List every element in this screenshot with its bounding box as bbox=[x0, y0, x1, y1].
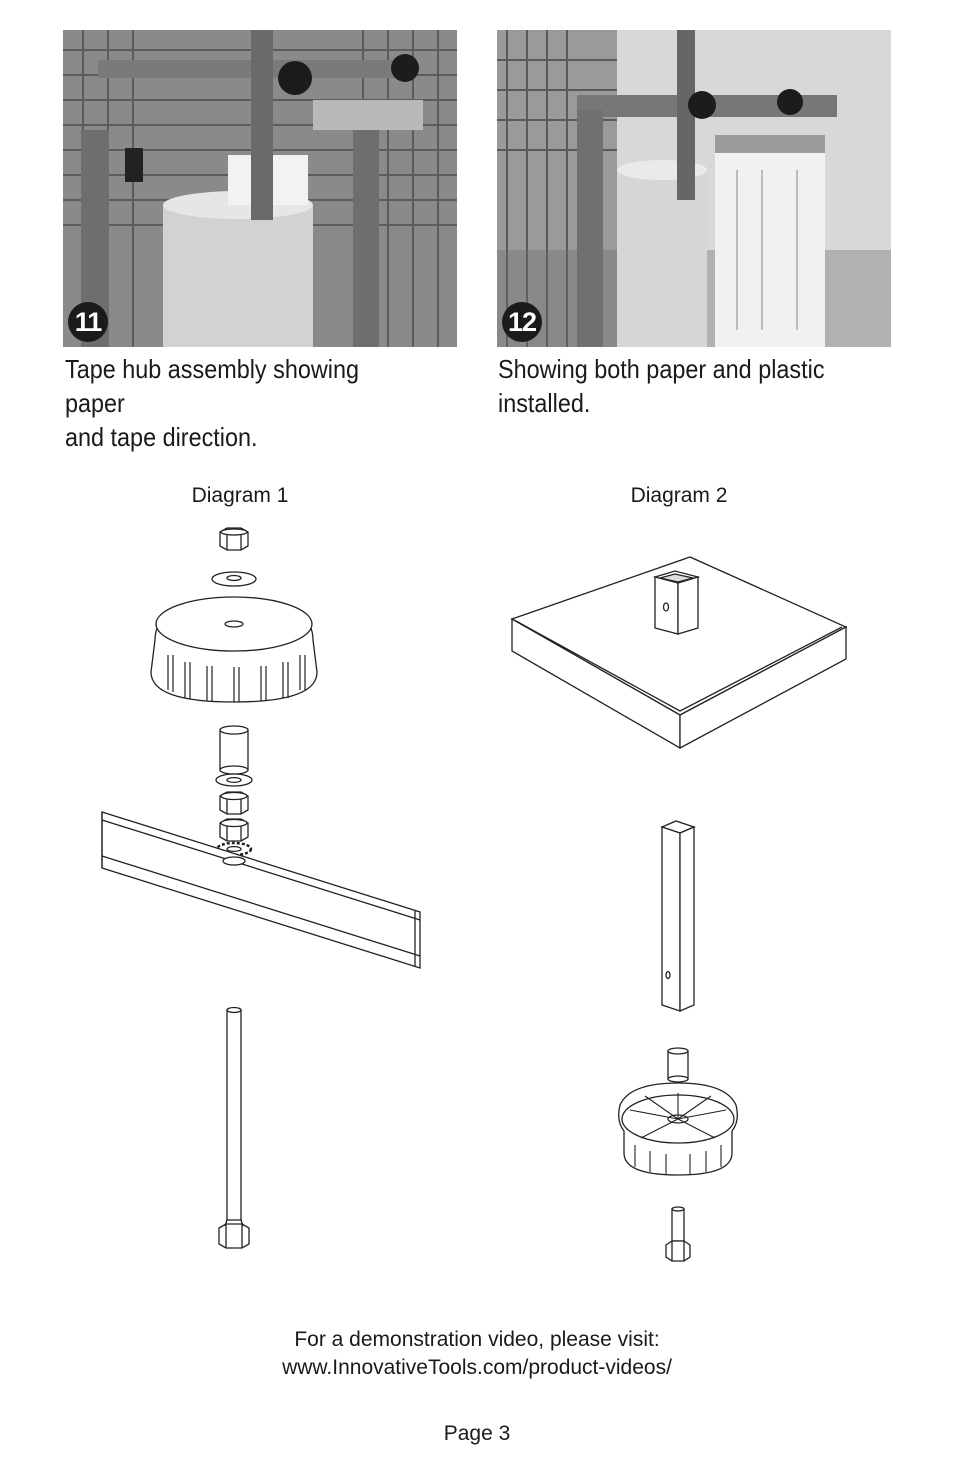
spacer-tube bbox=[667, 1047, 689, 1083]
tape-hub-knob-bottom bbox=[618, 1082, 738, 1176]
caption-line: installed. bbox=[498, 388, 591, 418]
step-number-badge: 12 bbox=[502, 302, 542, 342]
caption-line: Tape hub assembly showing paper bbox=[65, 354, 359, 418]
hex-nut-lower bbox=[219, 818, 249, 842]
demo-video-text: For a demonstration video, please visit: bbox=[294, 1328, 660, 1351]
caption-line: Showing both paper and plastic bbox=[498, 354, 825, 384]
spacer-tube bbox=[219, 725, 249, 775]
tape-hub-knob bbox=[150, 596, 318, 703]
step-12-caption: Showing both paper and plastic installed… bbox=[498, 352, 858, 420]
page-number: Page 3 bbox=[443, 1422, 511, 1445]
mounting-rail bbox=[101, 811, 421, 969]
hex-nut-middle bbox=[219, 791, 249, 815]
square-base-plate bbox=[510, 556, 848, 750]
step-11-photo: 11 bbox=[63, 30, 457, 347]
caption-line: and tape direction. bbox=[65, 422, 258, 452]
tape-hub-photo-illustration bbox=[63, 30, 457, 347]
diagram-1-title: Diagram 1 bbox=[191, 484, 289, 507]
step-12-photo: 12 bbox=[497, 30, 891, 347]
flat-washer-middle bbox=[215, 773, 253, 787]
paper-plastic-photo-illustration bbox=[497, 30, 891, 347]
diagram-2-base-plate-exploded-view bbox=[510, 556, 848, 1262]
short-hex-bolt bbox=[665, 1206, 691, 1262]
long-hex-bolt bbox=[218, 1006, 250, 1249]
flat-washer-top bbox=[211, 571, 257, 587]
diagram-2-title: Diagram 2 bbox=[630, 484, 728, 507]
hex-nut-top bbox=[219, 527, 249, 551]
diagram-1-tape-hub-exploded-view bbox=[101, 527, 421, 1249]
step-11-caption: Tape hub assembly showing paper and tape… bbox=[65, 352, 425, 454]
square-post bbox=[660, 820, 696, 1012]
step-number-badge: 11 bbox=[68, 302, 108, 342]
demo-video-url: www.InnovativeTools.com/product-videos/ bbox=[282, 1356, 672, 1379]
